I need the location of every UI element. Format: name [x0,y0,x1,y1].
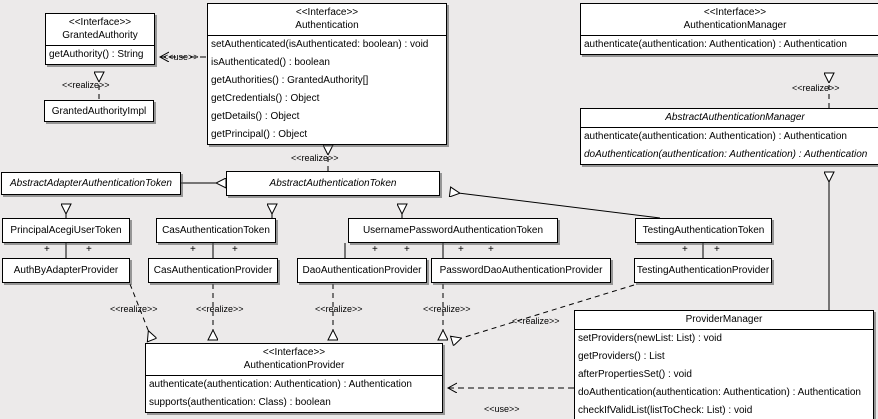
class-auth-by-adapter-provider[interactable]: AuthByAdapterProvider [2,258,130,283]
label-realize-dao: <<realize>> [315,304,363,314]
class-password-dao-authentication-provider[interactable]: PasswordDaoAuthenticationProvider [431,258,611,283]
operations-compartment: authenticate(authentication: Authenticat… [581,127,878,164]
class-username-password-authentication-token[interactable]: UsernamePasswordAuthenticationToken [348,218,558,243]
operations-compartment: setProviders(newList: List) : void getPr… [575,329,873,419]
class-header: <<Interface>> AuthenticationProvider [146,344,442,375]
operation: getPrincipal() : Object [211,129,308,140]
class-header: <<Interface>> AuthenticationManager [581,4,878,35]
operations-compartment: getAuthority() : String [46,45,154,64]
operation: doAuthentication(authentication: Authent… [584,149,868,160]
class-header: <<Interface>> GrantedAuthority [46,14,154,45]
class-provider-manager[interactable]: ProviderManager setProviders(newList: Li… [574,310,874,419]
class-abstract-adapter-authentication-token[interactable]: AbstractAdapterAuthenticationToken [1,172,181,195]
stereotype-label: <<Interface>> [295,7,359,18]
operation: authenticate(authentication: Authenticat… [149,379,412,390]
class-name: GrantedAuthority [62,30,138,41]
operation: getCredentials() : Object [211,93,320,104]
operation: authenticate(authentication: Authenticat… [584,131,847,142]
multiplicity-plus: + [232,244,238,255]
class-header: <<Interface>> Authentication [208,4,446,35]
operation: getAuthority() : String [49,49,144,60]
label-use-granted-authority: <<use>> [163,52,199,62]
operation: getDetails() : Object [211,111,300,122]
operations-compartment: setAuthenticated(isAuthenticated: boolea… [208,35,446,144]
operation: getAuthorities() : GrantedAuthority[] [211,75,369,86]
class-header: AbstractAuthenticationManager [581,109,878,127]
class-name: AbstractAuthenticationToken [269,178,397,189]
stereotype-label: <<Interface>> [703,7,767,18]
multiplicity-plus: + [372,244,378,255]
class-name: PasswordDaoAuthenticationProvider [439,265,603,276]
class-testing-authentication-token[interactable]: TestingAuthenticationToken [635,218,772,243]
label-realize-password-dao: <<realize>> [423,304,471,314]
class-authentication-manager[interactable]: <<Interface>> AuthenticationManager auth… [580,3,878,55]
class-name: AuthenticationManager [683,20,787,31]
class-name: AuthByAdapterProvider [13,265,119,276]
label-realize-granted-authority: <<realize>> [62,80,110,90]
multiplicity-plus: + [44,244,50,255]
class-name: UsernamePasswordAuthenticationToken [362,225,544,236]
class-granted-authority-impl[interactable]: GrantedAuthorityImpl [44,100,154,122]
class-name: GrantedAuthorityImpl [51,105,147,117]
class-authentication[interactable]: <<Interface>> Authentication setAuthenti… [207,3,447,145]
class-name: ProviderManager [685,314,763,325]
operation: getProviders() : List [578,351,665,362]
class-principal-acegi-user-token[interactable]: PrincipalAcegiUserToken [2,218,130,243]
class-name: AbstractAdapterAuthenticationToken [10,178,172,189]
multiplicity-plus: + [86,244,92,255]
operation: afterPropertiesSet() : void [578,369,692,380]
operation: supports(authentication: Class) : boolea… [149,397,331,408]
class-testing-authentication-provider[interactable]: TestingAuthenticationProvider [634,258,772,283]
class-name: CasAuthenticationToken [162,225,270,236]
class-name: TestingAuthenticationToken [642,225,765,236]
class-cas-authentication-token[interactable]: CasAuthenticationToken [156,218,276,243]
operations-compartment: authenticate(authentication: Authenticat… [146,375,442,412]
operations-compartment: authenticate(authentication: Authenticat… [581,35,878,54]
class-name: DaoAuthenticationProvider [302,265,422,276]
label-realize-cas: <<realize>> [196,304,244,314]
label-use-provider-manager: <<use>> [484,404,520,414]
class-name: TestingAuthenticationProvider [636,265,770,276]
class-authentication-provider[interactable]: <<Interface>> AuthenticationProvider aut… [145,343,443,413]
operation: isAuthenticated() : boolean [211,57,330,68]
operation: authenticate(authentication: Authenticat… [584,39,847,50]
class-abstract-authentication-manager[interactable]: AbstractAuthenticationManager authentica… [580,108,878,165]
label-realize-authentication-manager: <<realize>> [792,83,840,93]
stereotype-label: <<Interface>> [262,347,326,358]
class-name: AuthenticationProvider [243,360,345,371]
stereotype-label: <<Interface>> [68,17,132,28]
class-name: AbstractAuthenticationManager [665,112,805,123]
multiplicity-plus: + [488,244,494,255]
operation: doAuthentication(authentication: Authent… [578,387,861,398]
label-realize-authentication: <<realize>> [291,153,339,163]
class-name: Authentication [295,20,359,31]
multiplicity-plus: + [190,244,196,255]
multiplicity-plus: + [682,244,688,255]
label-realize-testing: <<realize>> [512,316,560,326]
multiplicity-plus: + [404,244,410,255]
class-header: ProviderManager [575,311,873,329]
class-name: PrincipalAcegiUserToken [10,225,122,236]
multiplicity-plus: + [458,244,464,255]
multiplicity-plus: + [714,244,720,255]
class-dao-authentication-provider[interactable]: DaoAuthenticationProvider [297,258,427,283]
class-cas-authentication-provider[interactable]: CasAuthenticationProvider [148,258,278,283]
class-name: CasAuthenticationProvider [153,265,273,276]
class-abstract-authentication-token[interactable]: AbstractAuthenticationToken [226,171,440,196]
class-granted-authority[interactable]: <<Interface>> GrantedAuthority getAuthor… [45,13,155,65]
label-realize-auth-by-adapter: <<realize>> [110,304,158,314]
operation: setAuthenticated(isAuthenticated: boolea… [211,39,429,50]
operation: checkIfValidList(listToCheck: List) : vo… [578,405,753,416]
operation: setProviders(newList: List) : void [578,333,722,344]
